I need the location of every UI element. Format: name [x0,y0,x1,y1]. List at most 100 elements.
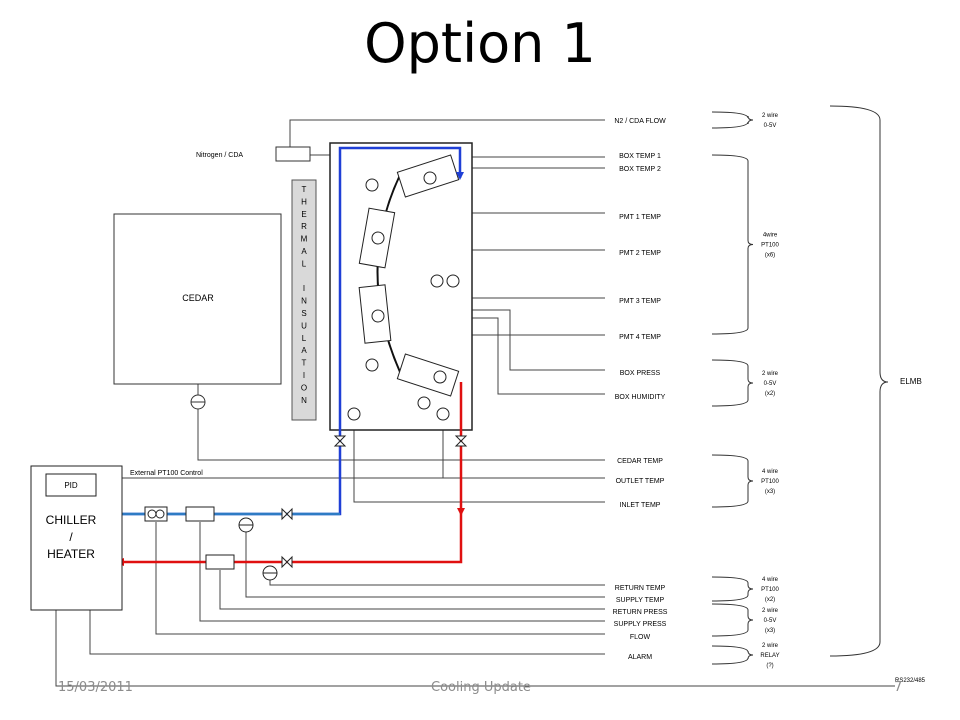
signal-label: CEDAR TEMP [617,458,663,465]
insulation-letter: S [301,309,306,318]
supply-pressure [185,506,215,522]
insulation-letter: M [301,235,308,244]
signal-label: SUPPLY PRESS [614,621,667,628]
group-brace [711,576,754,602]
group-label: RELAY [760,653,779,659]
group-label: 4 wire [762,469,779,475]
pmt1-sensor [423,171,437,185]
insulation-letter: L [302,334,307,343]
thermal-insulation [291,179,317,421]
insulation-letter: H [301,197,307,206]
group-brace [711,359,754,407]
signal-label: PMT 3 TEMP [619,298,661,305]
group-label: 2 wire [762,643,779,649]
group-label: (?) [766,663,773,669]
pid-controller [45,473,97,497]
wire-cedar-temp [197,408,605,461]
signal-label: ALARM [628,654,652,661]
footer-title: Cooling Update [431,680,531,695]
press-sensor [430,274,444,288]
insulation-letter: I [303,284,305,293]
valves [281,435,468,569]
humidity-sensor [446,274,460,288]
inlet-temp-sensor [347,407,361,421]
signal-label: SUPPLY TEMP [616,597,665,604]
insulation-letter: L [302,259,307,268]
wire-supply-press [199,522,605,622]
group-label: (x3) [765,489,775,495]
group-label: (x3) [765,628,775,634]
wire-return-press [219,570,605,610]
group-braces [711,111,754,665]
supply-arrow [456,172,464,180]
return-pressure [205,554,235,570]
nitrogen-flowmeter [275,146,311,162]
rs-label: RS232/485 [895,678,926,684]
group-brace [711,645,754,665]
group-label: PT100 [761,243,779,249]
group-label: 2 wire [762,608,779,614]
insulation-letter: N [301,396,307,405]
group-brace [711,111,754,129]
return-valve [281,555,293,569]
cedar-label: CEDAR [182,293,214,303]
signal-label: INLET TEMP [620,502,661,509]
signal-label: N2 / CDA FLOW [614,118,666,125]
group-brace [711,154,754,335]
box-temp-sensor-2 [417,396,431,410]
chiller-line-3: HEATER [47,547,95,561]
wire-alarm [89,610,605,655]
chiller-line-2: / [69,530,73,544]
signal-label: BOX PRESS [620,370,661,377]
group-label: PT100 [761,587,779,593]
chiller-line-1: CHILLER [46,513,97,527]
insulation-letter: O [301,383,307,392]
group-label: 2 wire [762,113,779,119]
insulation-letter: I [303,371,305,380]
slide-title: Option 1 [364,12,596,75]
signal-label: BOX TEMP 1 [619,153,661,160]
signal-label: BOX TEMP 2 [619,166,661,173]
group-label: (x2) [765,597,775,603]
outlet-valve [454,435,468,447]
pmt2-sensor [371,231,385,245]
signal-label: BOX HUMIDITY [615,394,666,401]
group-label: (x2) [765,391,775,397]
insulation-letter: R [301,222,307,231]
insulation-letter: U [301,321,307,330]
wire-n2-flow [289,119,605,154]
insulation-letter: N [301,297,307,306]
elmb-label: ELMB [900,377,922,386]
group-label: (x6) [765,253,775,259]
group-label: 4wire [763,233,778,239]
outlet-temp-sensor [436,407,450,421]
insulation-letter: T [302,185,307,194]
insulation-letter: A [301,247,307,256]
box-temp-2-sensor [365,178,379,192]
wire-box-press [453,288,605,371]
signal-label: OUTLET TEMP [616,478,665,485]
footer-date: 15/03/2011 [58,680,133,695]
signal-label: PMT 1 TEMP [619,214,661,221]
return-flow-arrow [457,508,465,516]
wire-supply-temp [245,532,605,598]
ext-control-label: External PT100 Control [130,470,203,477]
pmt-4 [396,353,460,397]
wire-inlet-temp [353,418,605,503]
footer-page-number: 7 [894,680,903,695]
signal-label: RETURN PRESS [613,609,668,616]
signal-label: RETURN TEMP [615,585,666,592]
wire-flow [155,522,605,635]
pmt3-sensor [371,309,385,323]
nitrogen-label: Nitrogen / CDA [196,152,243,159]
signal-label: FLOW [630,634,651,641]
group-brace [711,603,754,637]
insulation-letter: A [301,346,307,355]
signal-label: PMT 2 TEMP [619,250,661,257]
insulation-letter: T [302,359,307,368]
group-label: 2 wire [762,371,779,377]
box-sensors [347,171,460,421]
group-label: 0-5V [764,123,777,129]
